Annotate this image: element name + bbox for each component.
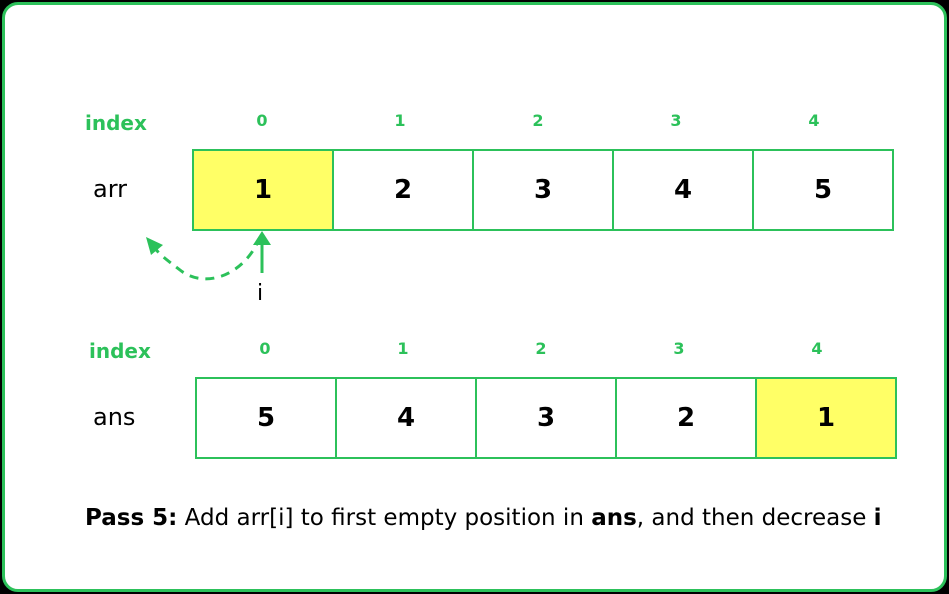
caption-text-1: Add arr[i] to first empty position in — [177, 505, 592, 531]
arr-cell-3: 4 — [612, 149, 754, 231]
ans-index-0: 0 — [259, 339, 271, 358]
ans-cell-4: 1 — [755, 377, 897, 459]
ans-index-3: 3 — [673, 339, 685, 358]
caption-pass: Pass 5: — [85, 505, 178, 531]
caption-ans: ans — [591, 505, 637, 531]
arr-row-label: arr — [93, 175, 128, 203]
arr-index-4: 4 — [808, 111, 820, 130]
caption-i: i — [873, 505, 882, 531]
arr-index-label: index — [85, 111, 147, 135]
arr-cell-1: 2 — [332, 149, 474, 231]
ans-index-1: 1 — [397, 339, 409, 358]
caption-text-2: , and then decrease — [636, 505, 874, 531]
ans-row: 5 4 3 2 1 — [195, 377, 897, 459]
move-dashed-arrow — [146, 236, 262, 281]
arr-row: 1 2 3 4 5 — [192, 149, 894, 231]
ans-cell-1: 4 — [335, 377, 477, 459]
pointer-i-arrow — [253, 231, 271, 273]
arr-index-0: 0 — [256, 111, 268, 130]
arrows-layer — [146, 231, 271, 281]
caption: Pass 5: Add arr[i] to first empty positi… — [85, 505, 882, 531]
ans-index-label: index — [89, 339, 151, 363]
arr-index-3: 3 — [670, 111, 682, 130]
ans-index-2: 2 — [535, 339, 547, 358]
ans-row-label: ans — [93, 403, 136, 431]
arr-cell-4: 5 — [752, 149, 894, 231]
arr-index-1: 1 — [394, 111, 406, 130]
ans-cell-0: 5 — [195, 377, 337, 459]
pointer-i-label: i — [257, 281, 264, 306]
arr-index-2: 2 — [532, 111, 544, 130]
ans-index-4: 4 — [811, 339, 823, 358]
ans-cell-3: 2 — [615, 377, 757, 459]
